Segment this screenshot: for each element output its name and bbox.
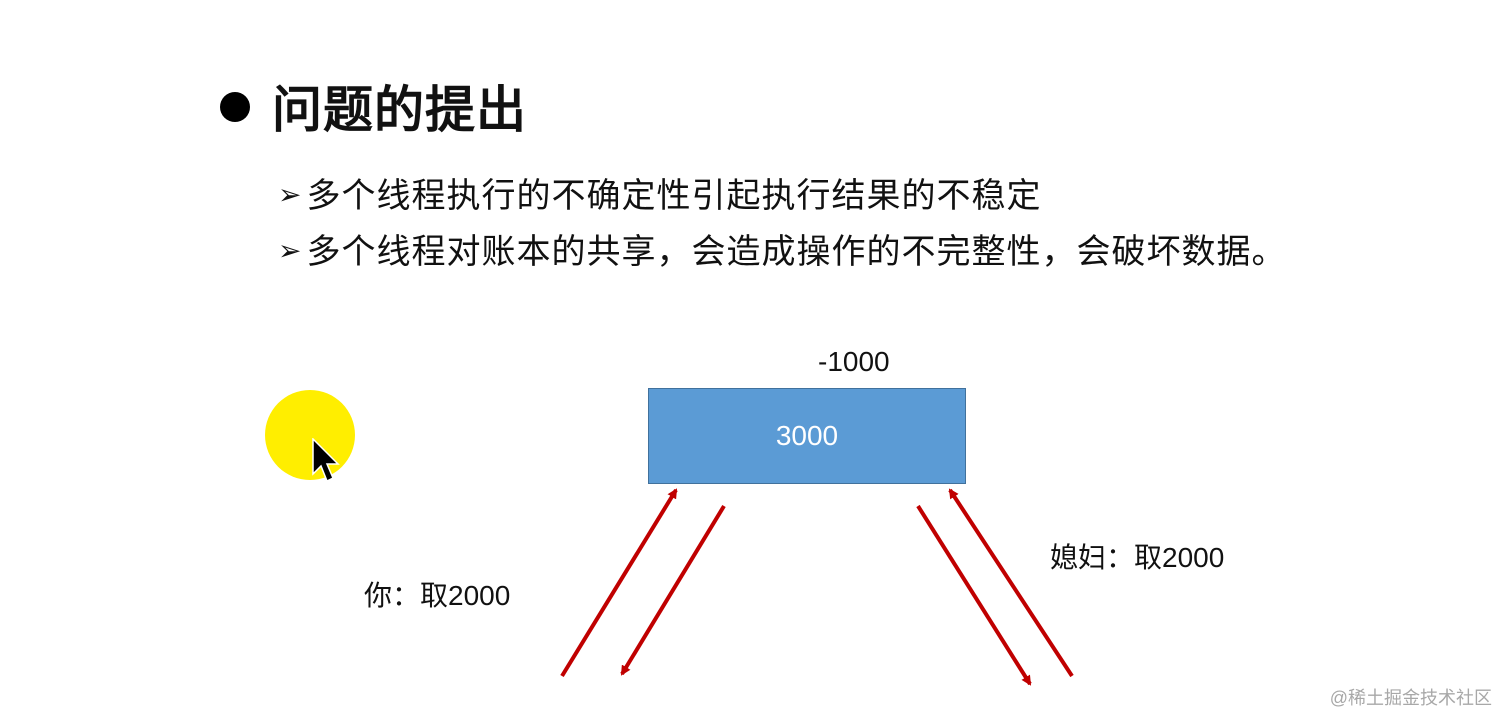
title-bullet-dot bbox=[220, 92, 250, 122]
right-request-arrow bbox=[948, 488, 1074, 678]
account-balance-value: 3000 bbox=[775, 420, 839, 451]
right-actor-label: 媳妇：取2000 bbox=[1050, 542, 1225, 573]
bullet-point-1: ➢多个线程执行的不确定性引起执行结果的不稳定 bbox=[278, 168, 1041, 217]
bullet-point-1-text: 多个线程执行的不确定性引起执行结果的不稳定 bbox=[306, 176, 1042, 216]
bullet-point-2-text: 多个线程对账本的共享，会造成操作的不完整性，会破坏数据。 bbox=[306, 232, 1287, 272]
left-return-arrow bbox=[620, 504, 726, 676]
delta-label: -1000 bbox=[818, 346, 890, 377]
left-request-arrow bbox=[560, 488, 678, 678]
cursor-highlight bbox=[265, 390, 355, 480]
left-actor-label: 你：取2000 bbox=[364, 580, 511, 611]
slide-title: 问题的提出 bbox=[272, 80, 527, 139]
bullet-point-2: ➢多个线程对账本的共享，会造成操作的不完整性，会破坏数据。 bbox=[278, 224, 1286, 273]
watermark: @稀土掘金技术社区 bbox=[1329, 688, 1492, 708]
right-return-arrow bbox=[916, 504, 1032, 686]
arrow-bullet-icon: ➢ bbox=[278, 178, 303, 211]
mouse-pointer-icon bbox=[312, 438, 340, 483]
arrow-bullet-icon: ➢ bbox=[278, 234, 303, 267]
account-balance-box: 3000 bbox=[648, 388, 966, 484]
